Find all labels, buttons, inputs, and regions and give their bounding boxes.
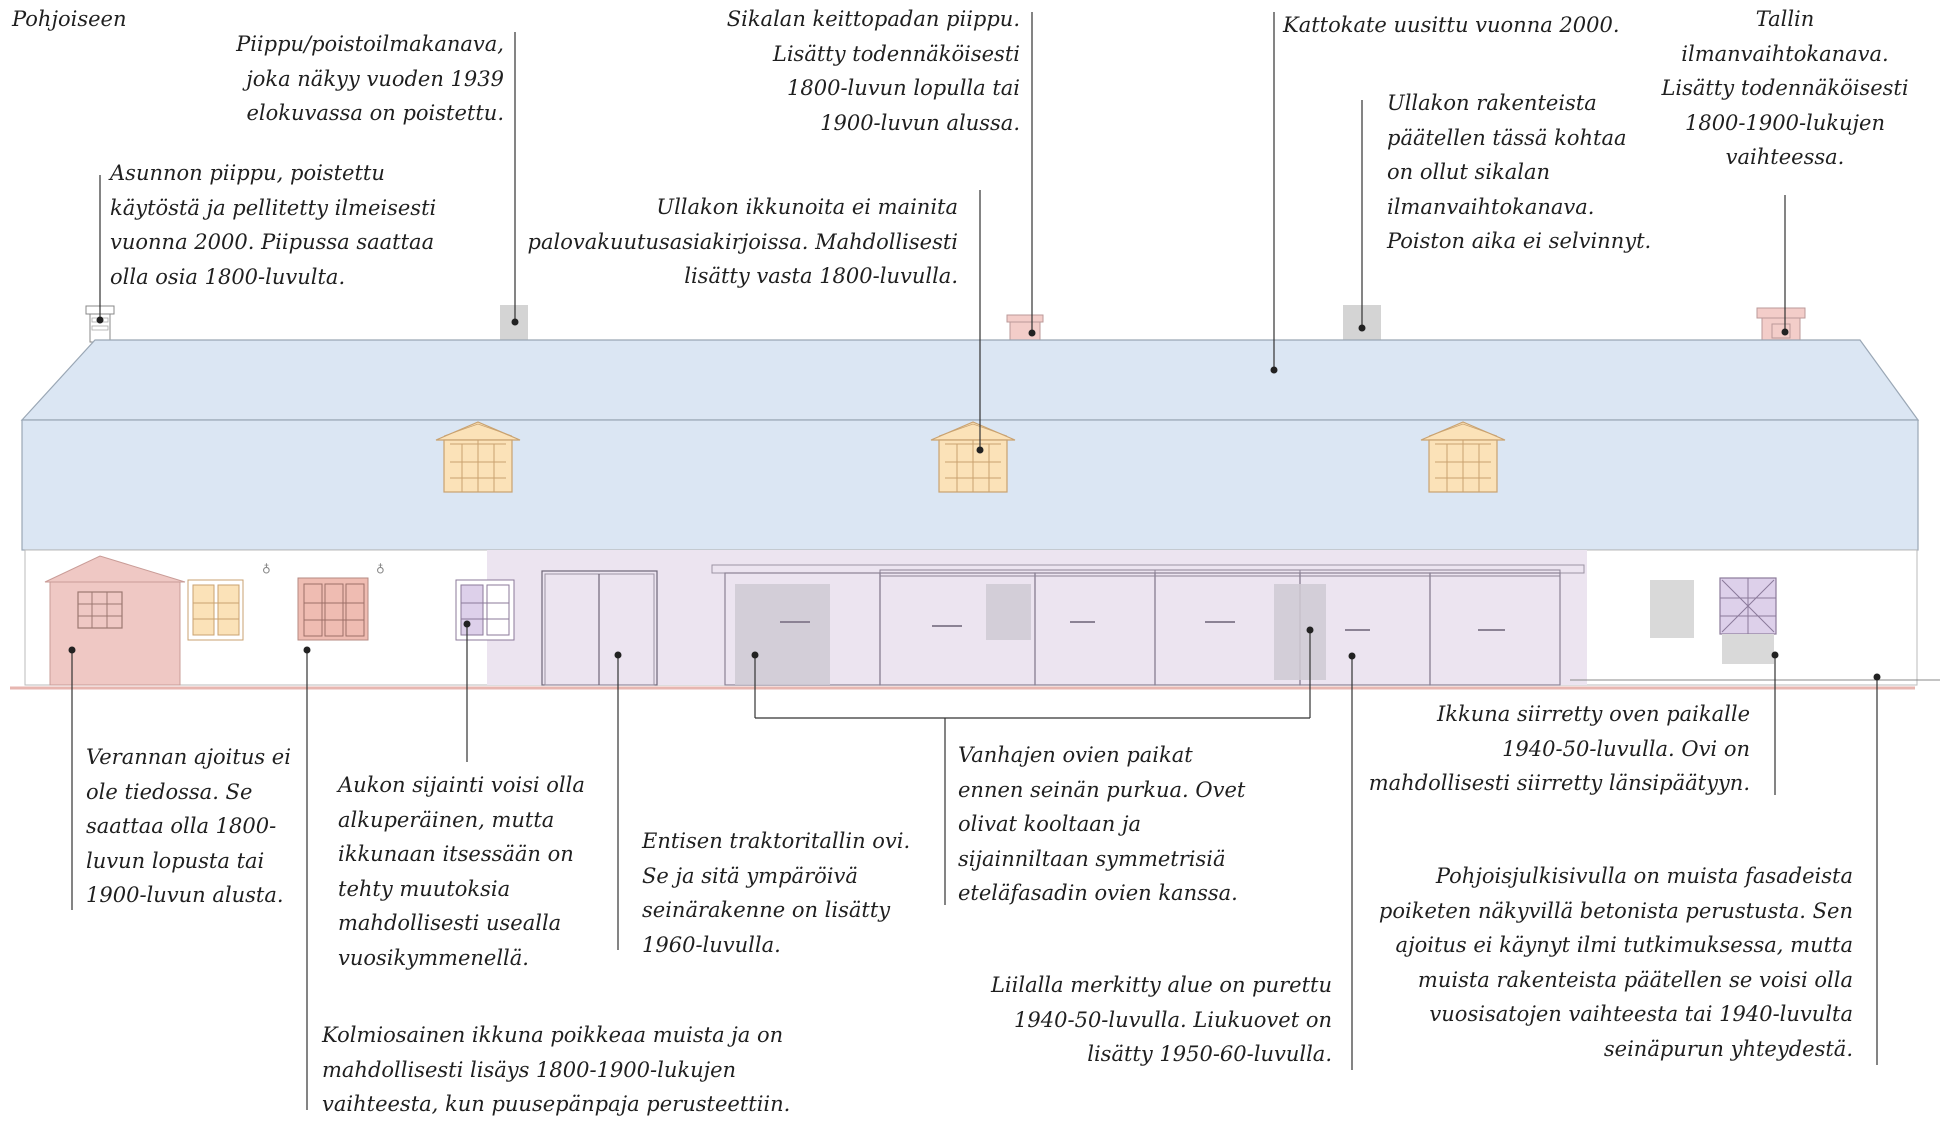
annotation-foundation: Pohjoisjulkisivulla on muista fasadeista… xyxy=(1378,864,1853,1061)
diagram-heading: Pohjoiseen xyxy=(12,7,127,31)
old-door-marker xyxy=(1274,584,1326,680)
window-pink-triple xyxy=(297,577,369,641)
old-door-marker xyxy=(986,584,1031,640)
window-yellow xyxy=(187,579,244,641)
annotation-roof: Kattokate uusittu vuonna 2000. xyxy=(1283,13,1620,37)
tractor-door xyxy=(541,570,658,686)
annotation-pigsty-vent: Ullakon rakenteista päätellen tässä koht… xyxy=(1387,91,1652,253)
roof-slope xyxy=(20,339,1920,421)
annotation-moved-window: Ikkuna siirretty oven paikalle 1940-50-l… xyxy=(1368,702,1750,795)
svg-text:♁: ♁ xyxy=(376,561,385,575)
annotation-attic-windows: Ullakon ikkunoita ei mainita palovakuutu… xyxy=(527,195,958,288)
window-marker-grey xyxy=(1650,580,1694,638)
annotation-triple-window: Kolmiosainen ikkuna poikkeaa muista ja o… xyxy=(322,1023,791,1116)
annotation-residence-chimney: Asunnon piippu, poistettu käytöstä ja pe… xyxy=(110,161,437,289)
old-door-marker xyxy=(735,584,830,685)
window-lilac xyxy=(455,579,515,641)
annotation-tractor-door: Entisen traktoritallin ovi. Se ja sitä y… xyxy=(642,829,911,957)
pigsty-chimney xyxy=(1006,314,1044,341)
annotation-vent-removed: Piippu/poistoilmakanava, joka näkyy vuod… xyxy=(236,32,504,125)
annotation-old-doors: Vanhajen ovien paikat ennen seinän purku… xyxy=(958,743,1246,905)
annotation-opening: Aukon sijainti voisi olla alkuperäinen, … xyxy=(338,773,585,970)
annotation-pigsty-chimney: Sikalan keittopadan piippu. Lisätty tode… xyxy=(726,7,1020,135)
annotation-porch: Verannan ajoitus ei ole tiedossa. Se saa… xyxy=(86,745,291,907)
dormer-window xyxy=(435,421,521,493)
annotation-purple-area: Liilalla merkitty alue on purettu 1940-5… xyxy=(990,973,1332,1066)
leader-dots xyxy=(68,316,1881,681)
leader-lines xyxy=(71,12,1878,1110)
window-moved xyxy=(1719,577,1777,664)
annotation-stable-vent: Tallin ilmanvaihtokanava. Lisätty todenn… xyxy=(1661,7,1909,169)
dormer-window xyxy=(1420,421,1506,493)
veranda xyxy=(44,555,186,686)
dormer-window xyxy=(930,421,1016,493)
svg-text:♁: ♁ xyxy=(262,561,271,575)
